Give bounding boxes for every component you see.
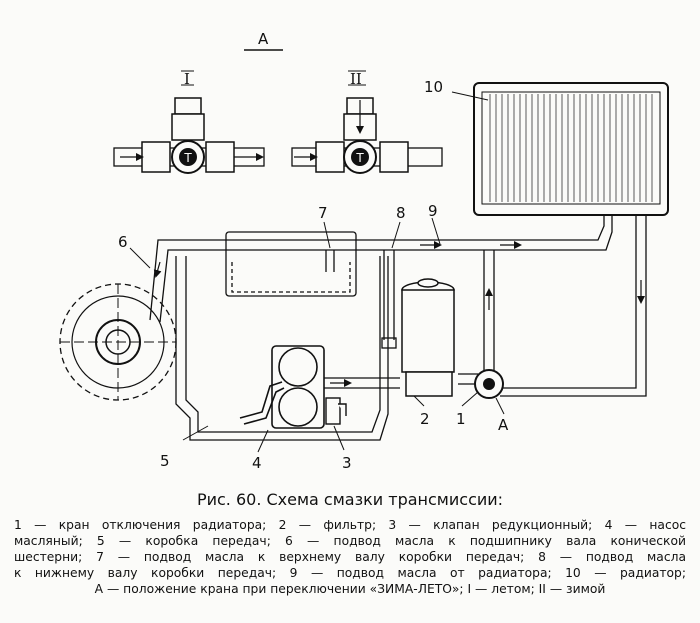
valve-marker-1: Т — [183, 151, 192, 165]
callout-8: 8 — [396, 204, 406, 222]
view-label: А — [258, 30, 269, 48]
callout-7: 7 — [318, 204, 328, 222]
callout-2: 2 — [420, 410, 430, 428]
oil-pump — [239, 345, 325, 429]
callout-6: 6 — [118, 233, 128, 251]
legend-line-4: к нижнему валу коробки передач; 9 — подв… — [14, 566, 686, 580]
callout-9: 9 — [428, 202, 438, 220]
legend-line-1: 1 — кран отключения радиатора; 2 — фильт… — [14, 518, 686, 532]
callout-valve-view: А — [498, 416, 509, 434]
transmission-lubrication-diagram: А I Т II — [59, 30, 669, 472]
legend-line-5: А — положение крана при переключении «ЗИ… — [94, 582, 606, 596]
callout-4: 4 — [252, 454, 262, 472]
radiator-shutoff-valve — [474, 369, 504, 399]
callout-leaders — [129, 217, 505, 453]
view-label-group: А — [244, 30, 283, 51]
legend-line-3: шестерни; 7 — подвод масла к верхнему ва… — [14, 550, 686, 564]
callout-3: 3 — [342, 454, 352, 472]
valve-position-winter: II Т — [291, 70, 443, 174]
callout-10: 10 — [424, 78, 443, 96]
callout-1: 1 — [456, 410, 466, 428]
valve-marker-2: Т — [355, 151, 364, 165]
valve-position-numeral-2: II — [350, 70, 362, 88]
figure-title: Рис. 60. Схема смазки трансмиссии: — [196, 490, 504, 509]
bevel-gear-bearing — [59, 283, 177, 401]
oil-filter — [401, 278, 455, 397]
radiator — [451, 82, 669, 216]
legend-line-2: масляный; 5 — коробка передач; 6 — подво… — [14, 534, 686, 548]
oil-lines — [149, 216, 647, 397]
valve-position-numeral-1: I — [184, 70, 190, 88]
callout-5: 5 — [160, 452, 170, 470]
reducing-valve — [325, 397, 347, 425]
valve-position-summer: I Т — [113, 70, 265, 174]
flow-arrows — [153, 241, 645, 387]
